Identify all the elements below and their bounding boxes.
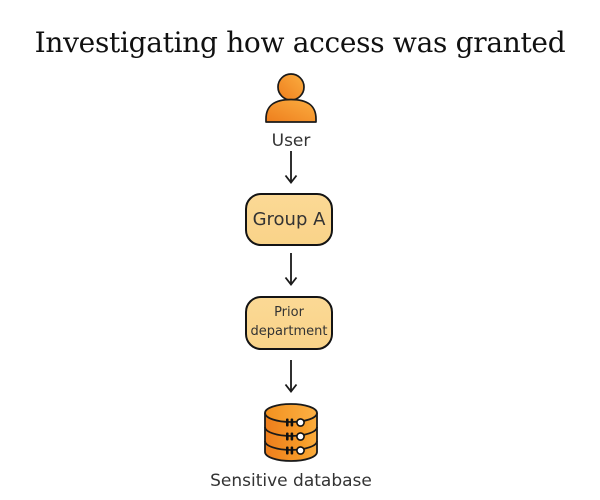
user-person-icon [260,72,322,128]
group-a-label: Group A [252,209,326,230]
arrow-user-to-group [281,150,301,186]
arrow-prior-to-database [281,359,301,395]
page-title: Investigating how access was granted [34,26,566,59]
database-icon [262,401,320,469]
user-node-label: User [271,131,311,151]
prior-department-label: Prior department [250,305,328,339]
sensitive-database-label: Sensitive database [210,471,372,491]
node-group-a: Group A [245,193,333,246]
node-prior-department: Prior department [245,296,333,350]
arrow-group-to-prior [281,252,301,288]
